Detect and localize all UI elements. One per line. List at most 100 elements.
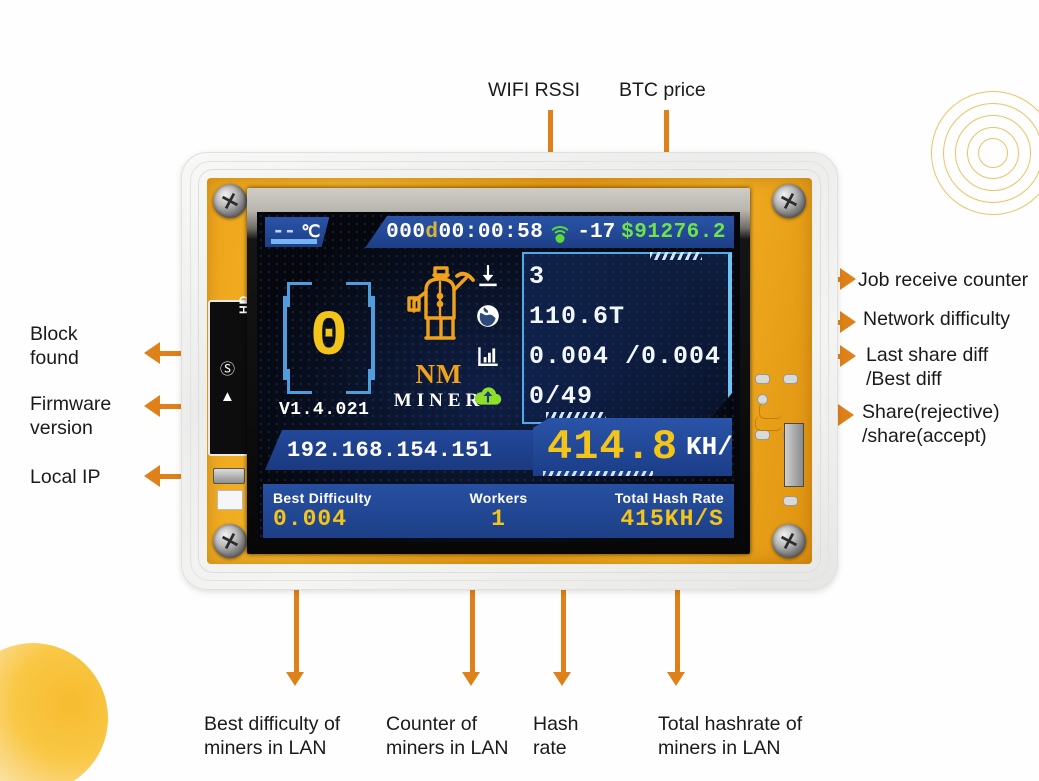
arrow-job-counter-head bbox=[840, 268, 856, 290]
solder-pad bbox=[783, 496, 798, 506]
arrow-firmware-version-head bbox=[144, 395, 160, 417]
arrow-counter-miners-head bbox=[462, 672, 480, 686]
usb-connector-secondary bbox=[217, 490, 243, 510]
footer-workers-label: Workers bbox=[469, 490, 528, 506]
annotation-block-found: Block found bbox=[30, 323, 79, 369]
annotation-total-hashrate-lan: Total hashrate of miners in LAN bbox=[658, 713, 803, 759]
board-connector bbox=[784, 423, 804, 487]
solder-pad bbox=[755, 430, 770, 440]
footer-workers: Workers 1 bbox=[423, 484, 573, 538]
footer-total-hash-rate: Total Hash Rate 415KH/S bbox=[574, 484, 734, 538]
pcb-trace bbox=[755, 416, 782, 431]
hashrate-unit: KH/s bbox=[686, 432, 733, 462]
annotation-counter-miners-lan: Counter of miners in LAN bbox=[386, 713, 509, 759]
annotation-local-ip: Local IP bbox=[30, 466, 101, 488]
stats-panel bbox=[522, 252, 732, 424]
arrow-network-difficulty-head bbox=[840, 311, 856, 333]
annotation-hash-rate: Hash rate bbox=[533, 713, 579, 759]
pcb-board: HD Ⓢ ▲ HV/-458 HS85 bbox=[207, 178, 812, 564]
footer-workers-value: 1 bbox=[491, 506, 506, 532]
lan-summary-footer: Best Difficulty 0.004 Workers 1 Total Ha… bbox=[263, 484, 734, 538]
uptime-display: 000d00:00:58 bbox=[386, 221, 543, 244]
esd-warning-icon: ▲ bbox=[220, 388, 235, 405]
job-receive-counter-value: 3 bbox=[529, 261, 546, 291]
annotation-share-reject-accept: Share(rejective) /share(accept) bbox=[862, 401, 1000, 447]
temperature-unit: ℃ bbox=[301, 223, 321, 243]
hashrate-value: 414.8 bbox=[547, 423, 679, 471]
btc-price-value: $91276.2 bbox=[621, 220, 726, 244]
local-ip-bar: 192.168.154.151 bbox=[265, 430, 545, 470]
no-static-icon: Ⓢ bbox=[220, 361, 236, 378]
arrow-share-head bbox=[838, 404, 854, 426]
globe-icon bbox=[467, 296, 509, 336]
hashrate-box: 414.8 KH/s bbox=[533, 418, 732, 476]
firmware-version-value: V1.4.021 bbox=[279, 400, 370, 420]
annotation-wifi-rssi: WIFI RSSI bbox=[488, 79, 581, 101]
arrow-best-difficulty-head bbox=[286, 672, 304, 686]
status-bar: -- ℃ 000d00:00:58 bbox=[257, 216, 740, 250]
footer-total-hash-rate-label: Total Hash Rate bbox=[614, 490, 724, 506]
panel-hatch-decor-2 bbox=[546, 412, 606, 420]
arrow-block-found-head bbox=[144, 342, 160, 364]
arrow-total-hashrate-head bbox=[667, 672, 685, 686]
download-icon bbox=[467, 256, 509, 296]
arrow-local-ip-head bbox=[144, 465, 160, 487]
pcb-trace bbox=[759, 402, 782, 419]
screw-top-left bbox=[213, 184, 247, 218]
uptime-clock: 00:00:58 bbox=[438, 220, 544, 244]
arrow-last-share-diff-head bbox=[840, 345, 856, 367]
hashrate-hatch-decor bbox=[543, 471, 653, 476]
uptime-days: 000 bbox=[386, 220, 426, 244]
nm-miner-logo: NM MINER bbox=[385, 260, 493, 411]
uptime-day-suffix: d bbox=[425, 220, 439, 244]
stats-icon-column bbox=[467, 256, 509, 416]
last-share-best-diff-value: 0.004 /0.004 bbox=[529, 341, 722, 371]
block-found-frame: 0 bbox=[283, 282, 375, 394]
lcd-bezel: -- ℃ 000d00:00:58 bbox=[247, 188, 750, 554]
footer-best-difficulty-label: Best Difficulty bbox=[273, 490, 372, 506]
miner-device: HD Ⓢ ▲ HV/-458 HS85 bbox=[181, 152, 838, 590]
bar-chart-icon bbox=[467, 336, 509, 376]
local-ip-value: 192.168.154.151 bbox=[287, 437, 493, 463]
panel-hatch-decor bbox=[650, 252, 702, 260]
arrow-total-hashrate-line bbox=[675, 534, 680, 674]
screw-bottom-right bbox=[772, 524, 806, 558]
wifi-icon bbox=[548, 224, 573, 243]
annotation-job-receive-counter: Job receive counter bbox=[858, 269, 1029, 291]
solder-pad bbox=[755, 374, 770, 384]
logo-brand-text: NM bbox=[415, 359, 463, 389]
block-found-value: 0 bbox=[309, 302, 349, 374]
cloud-upload-icon bbox=[467, 376, 509, 416]
network-difficulty-value: 110.6T bbox=[529, 301, 626, 331]
temperature-indicator: -- ℃ bbox=[265, 217, 330, 247]
screw-top-right bbox=[772, 184, 806, 218]
arrow-best-difficulty-line bbox=[294, 534, 299, 674]
uptime-wifi-price-row: 000d00:00:58 -17 $91276.2 bbox=[365, 216, 734, 248]
footer-best-difficulty-value: 0.004 bbox=[273, 506, 348, 532]
yellow-blob-decoration bbox=[0, 643, 108, 781]
arrow-hash-rate-head bbox=[553, 672, 571, 686]
case-inner-edge-2 bbox=[198, 169, 821, 573]
left-label-module: HD Ⓢ ▲ bbox=[208, 295, 252, 456]
annotation-best-difficulty-lan: Best difficulty of miners in LAN bbox=[204, 713, 341, 759]
concentric-rings-decoration bbox=[929, 91, 1039, 215]
stats-value-column: 3 110.6T 0.004 /0.004 0/49 bbox=[529, 256, 721, 416]
annotation-last-share-diff: Last share diff /Best diff bbox=[866, 344, 989, 390]
wifi-rssi-value: -17 bbox=[577, 220, 616, 244]
logo-word-text: MINER bbox=[393, 390, 485, 411]
miner-figure-icon bbox=[407, 266, 475, 340]
annotation-network-difficulty: Network difficulty bbox=[863, 308, 1011, 330]
annotation-firmware-version: Firmware version bbox=[30, 393, 112, 439]
temperature-bar bbox=[271, 239, 317, 244]
lcd-screen[interactable]: -- ℃ 000d00:00:58 bbox=[257, 212, 740, 542]
screw-bottom-left bbox=[213, 524, 247, 558]
share-reject-accept-value: 0/49 bbox=[529, 381, 594, 411]
solder-pad bbox=[783, 374, 798, 384]
footer-best-difficulty: Best Difficulty 0.004 bbox=[263, 484, 423, 538]
footer-total-hash-rate-value: 415KH/S bbox=[620, 506, 724, 532]
arrow-counter-miners-line bbox=[470, 530, 475, 674]
case-inner-edge-1 bbox=[190, 161, 829, 581]
temperature-value: -- bbox=[272, 220, 296, 244]
usb-connector bbox=[213, 468, 245, 484]
